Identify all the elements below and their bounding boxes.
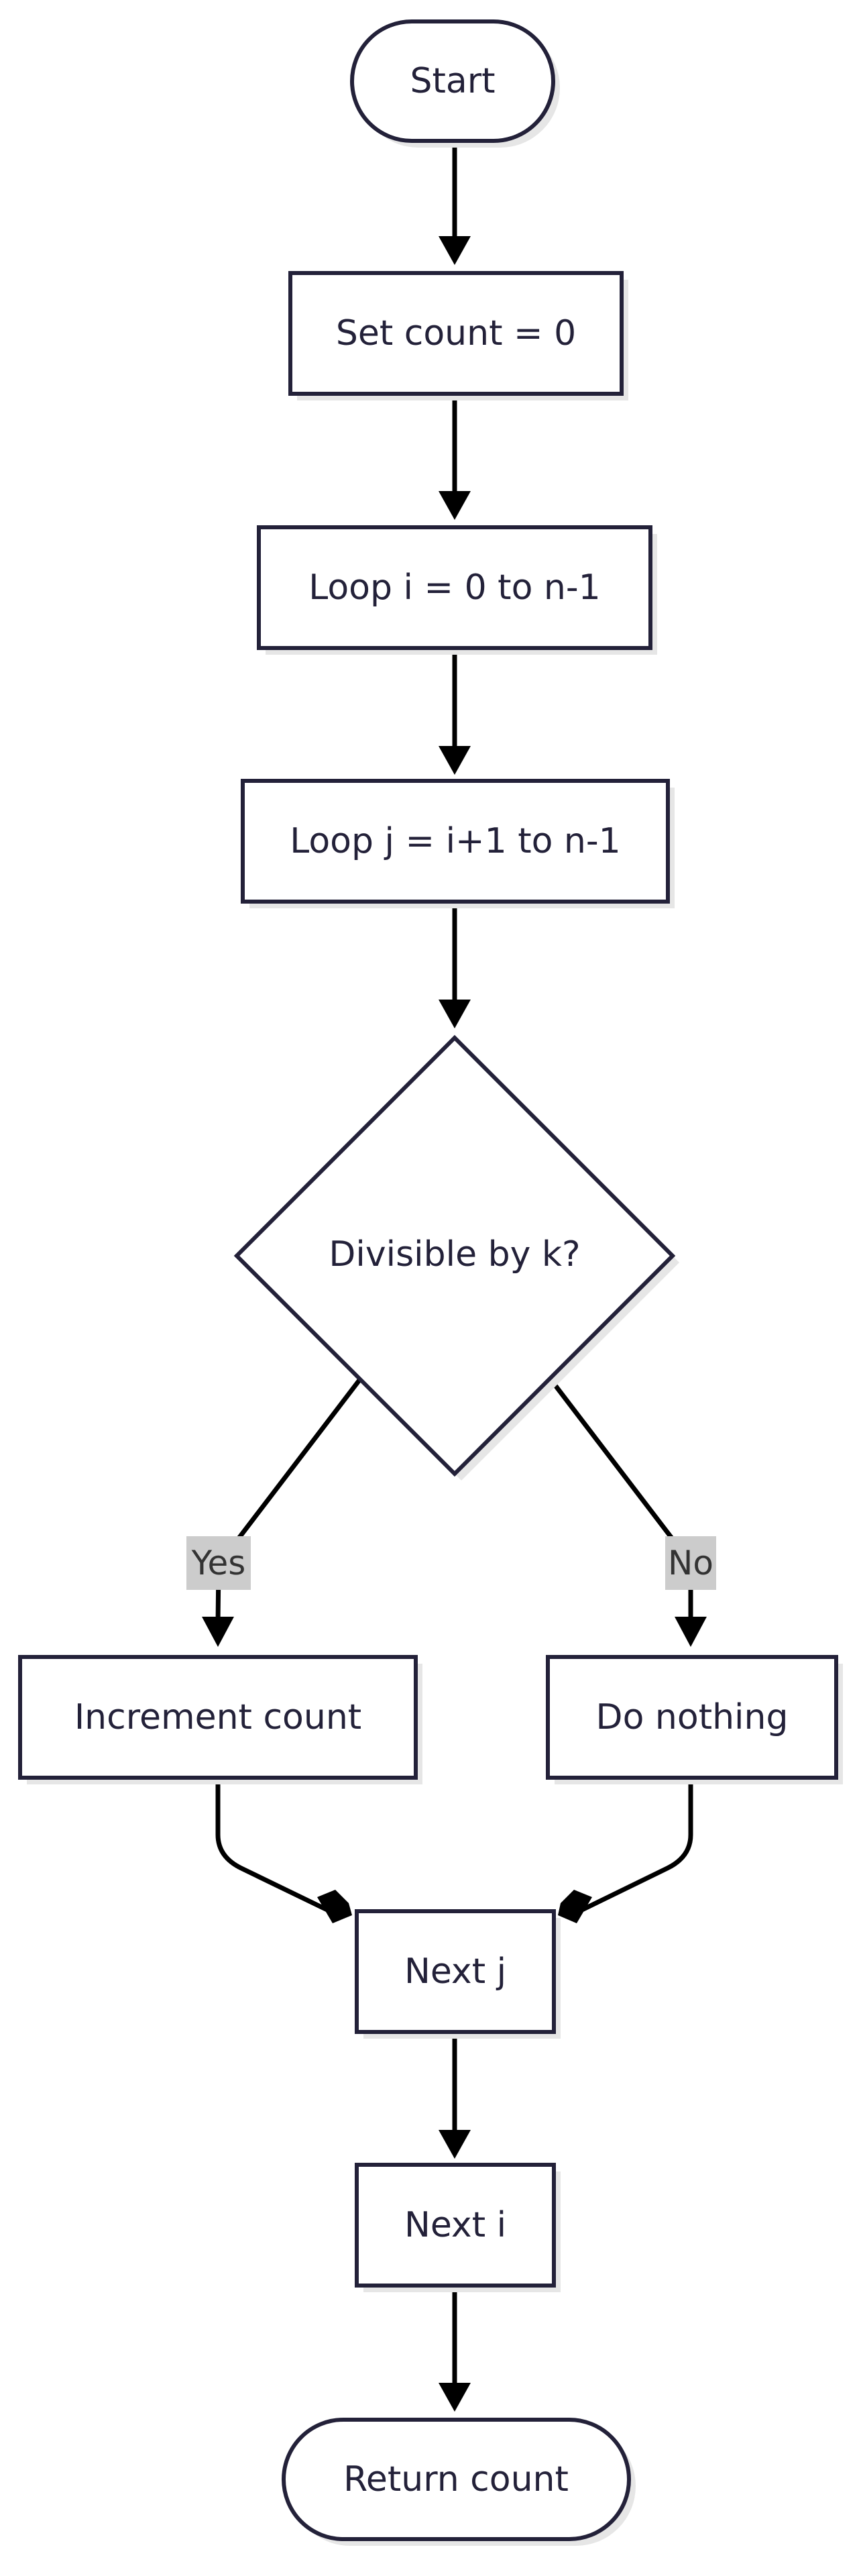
arrowhead-increment (202, 1617, 234, 1647)
edge-label-yes-background (186, 1536, 251, 1590)
arrowhead-do-nothing (675, 1617, 707, 1647)
node-decision: Divisible by k? (233, 1034, 679, 1481)
node-increment-shape (18, 1655, 418, 1780)
node-next-j-label: Next j (404, 1951, 506, 1992)
edge-label-yes-text: Yes (191, 1544, 246, 1582)
node-loop-i-label: Loop i = 0 to n-1 (308, 568, 600, 608)
edge-label-no: No (665, 1536, 716, 1590)
arrowhead-return-count (439, 2383, 471, 2412)
node-loop-j-shape (241, 779, 670, 904)
arrowhead-next-j-left (317, 1890, 352, 1923)
edge-label-yes: Yes (186, 1536, 251, 1590)
node-increment-label: Increment count (74, 1697, 361, 1737)
node-decision-label: Divisible by k? (329, 1234, 580, 1275)
node-start-label: Start (410, 61, 495, 101)
node-loop-i-shape (257, 525, 652, 650)
node-start-shape (350, 19, 555, 143)
arrowhead-loop-j (439, 746, 471, 775)
node-set-count-label: Set count = 0 (336, 313, 576, 354)
node-loop-i: Loop i = 0 to n-1 (257, 525, 657, 655)
arrowhead-loop-i (439, 491, 471, 520)
edge-do-nothing-to-next-j (579, 1780, 693, 1913)
arrowhead-decision (439, 1000, 471, 1028)
node-do-nothing: Do nothing (546, 1655, 843, 1784)
node-next-i-label: Next i (404, 2205, 506, 2245)
edge-label-no-background (665, 1536, 716, 1590)
edge-increment-to-next-j (215, 1780, 330, 1913)
node-return-count: Return count (282, 2418, 636, 2546)
edge-label-no-text: No (668, 1544, 713, 1582)
node-increment: Increment count (18, 1655, 422, 1784)
node-next-j-shape (355, 1909, 556, 2034)
node-next-i: Next i (355, 2163, 561, 2292)
node-do-nothing-label: Do nothing (596, 1697, 789, 1737)
arrowhead-next-j-right (558, 1890, 592, 1923)
node-return-count-label: Return count (343, 2459, 569, 2500)
node-start: Start (350, 19, 560, 148)
node-next-j: Next j (355, 1909, 561, 2039)
node-next-i-shape (355, 2163, 556, 2288)
arrowhead-next-i (439, 2130, 471, 2159)
node-return-count-shape (282, 2418, 631, 2541)
node-set-count: Set count = 0 (288, 271, 628, 400)
node-do-nothing-shape (546, 1655, 838, 1780)
node-decision-shape (233, 1034, 676, 1477)
node-loop-j-label: Loop j = i+1 to n-1 (290, 821, 620, 861)
node-set-count-shape (288, 271, 624, 396)
node-loop-j: Loop j = i+1 to n-1 (241, 779, 675, 908)
arrowhead-set-count (439, 236, 471, 265)
